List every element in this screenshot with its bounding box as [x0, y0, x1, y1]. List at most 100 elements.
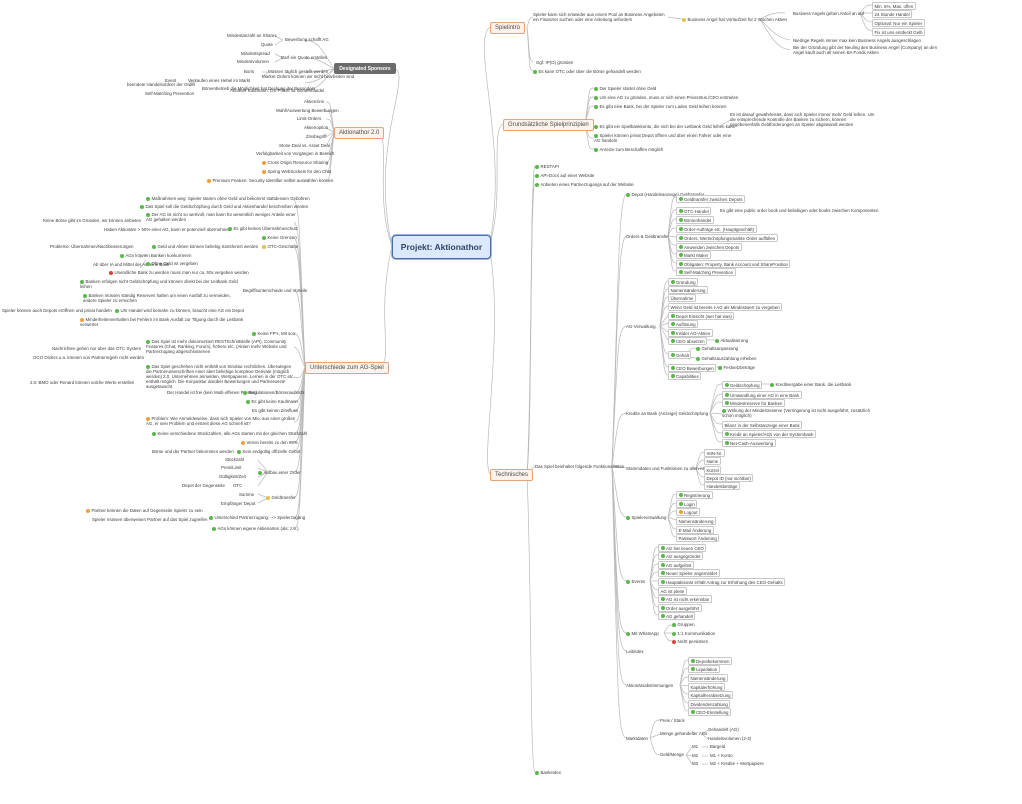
check-icon	[146, 339, 150, 344]
marktdaten-node: Bargeld	[710, 744, 726, 749]
ds-node: Anbieter Kaufmann: DS-Pflicht für Börsen…	[230, 88, 325, 93]
diff-node: Spieler müssen überweisen Partner auf da…	[92, 517, 208, 522]
check-icon	[246, 399, 250, 404]
ag-node: CEO absetzen	[668, 337, 708, 345]
topic-unterschiede[interactable]: Unterschiede zum AG-Spiel	[305, 362, 389, 374]
a2-node: Spring WebSockets für den Chat	[262, 169, 331, 174]
central-topic[interactable]: Projekt: Aktionathor	[392, 235, 491, 259]
check-icon	[678, 262, 683, 266]
ag-node: Namensänderung	[668, 286, 708, 294]
tech-node: API-Docs auf einer Website	[535, 173, 594, 178]
stamm-node: Name	[704, 457, 721, 465]
check-icon	[594, 133, 598, 138]
check-icon	[243, 390, 247, 395]
check-icon	[678, 209, 683, 213]
ds-node: Event	[165, 78, 177, 83]
diff-node: Stückzahl	[225, 457, 245, 462]
check-icon	[535, 164, 539, 169]
aktionaer-node: CEO-Einstellung	[688, 708, 731, 716]
check-icon	[146, 261, 150, 266]
a2-node: Aktienzins	[304, 99, 325, 104]
ag-node: Gehalt	[668, 351, 692, 359]
marktdaten-node: Preis / Stück	[660, 718, 685, 723]
diff-node: Summe	[239, 492, 255, 497]
stamm-node: Depot ID (nur sichtbar)	[704, 474, 754, 482]
check-icon	[678, 218, 683, 222]
check-icon	[672, 622, 676, 627]
grundsatz-node: Es gibt eine Bank, bei der Spieler zum L…	[594, 104, 726, 109]
check-icon	[660, 571, 665, 575]
diff-node: Banken müssen ständig Reserven halten um…	[83, 293, 231, 303]
topic-spielintro[interactable]: Spielintro	[490, 22, 526, 34]
kredit-node: Kreditvergabe einer Bank, die Leitbank	[770, 382, 851, 387]
spielintro-node: Spieler kann sich entweder aus einem Poo…	[533, 12, 665, 22]
event-node: AG gehandelt	[658, 612, 696, 620]
spielintro-node: Bei der Gründung gibt der Neuling den Bu…	[793, 45, 938, 55]
marktdaten-node: M1	[692, 744, 699, 749]
marktdaten-node: Geld/Menge	[660, 752, 684, 757]
aktionaer-node: Kapitalherabsetzung	[688, 691, 734, 699]
check-icon	[724, 401, 729, 405]
kredit-node: Geldschöpfung	[722, 381, 763, 389]
check-icon	[670, 280, 675, 284]
ds-node: Darf ein Quote erstellen	[281, 55, 328, 60]
spieler-node: Passwort Änderung	[676, 534, 720, 542]
check-icon	[670, 331, 675, 335]
tech-node: RESTAPI	[535, 164, 559, 169]
diff-node: Partner können die Daten auf Gegenseite …	[86, 508, 203, 513]
a2-node: Verfolgbarkeit von Vorgängen in Bereich	[256, 151, 335, 156]
diff-node: Unendliche Bank zu werden muss man nur c…	[109, 270, 249, 275]
topic-grundsaetze[interactable]: Grundsätzliche Spielprinzipien	[503, 119, 594, 131]
aktionaer-node: Dividendenzahlung	[688, 700, 731, 708]
check-icon	[626, 631, 630, 636]
diff-node: Geld und Aktien können beliebig transfer…	[152, 244, 258, 249]
check-icon	[670, 374, 675, 378]
ag-node: Aktualisierung	[715, 338, 748, 343]
orders-node: OTC-Handel	[676, 207, 712, 215]
check-icon	[252, 331, 256, 336]
warning-icon	[80, 317, 84, 322]
check-icon	[594, 104, 598, 109]
check-icon	[258, 470, 262, 475]
ag-node: Wenn Geld ist bereits I-AG als Mindestwe…	[668, 303, 783, 311]
diff-node: Es gibt keinen Zinsfluss	[252, 408, 299, 413]
ag-node: CEO Bewerbungen	[668, 364, 717, 372]
a2-node: Aktienoption	[304, 125, 329, 130]
check-icon	[696, 356, 700, 361]
warning-icon	[262, 160, 266, 165]
grundsatz-node: Es gibt ein Spielbankkonto, die sich bei…	[594, 124, 735, 129]
stamm-label: Stammdaten und Funktionen zu allen AGs	[626, 466, 709, 471]
diff-node: Haben Aktionäre > 50% einer AG, kann er …	[104, 227, 232, 232]
marktdaten-node: Menge gehandelter AGs	[660, 731, 708, 736]
tech-node: Bankindex	[535, 770, 561, 775]
check-icon	[718, 365, 722, 370]
cross-icon	[109, 270, 113, 275]
flag-icon	[682, 17, 686, 22]
stamm-node: ISIN-Nr.	[704, 449, 725, 457]
ds-node: Market Orders können wir nicht bearbeite…	[262, 74, 355, 79]
diff-node: Banken erfolgen nicht Geldschöpfung und …	[80, 279, 238, 289]
diff-node: Der AG ist nicht so wertvoll, man kann f…	[146, 212, 296, 222]
diff-node: Unterschied Partnerzugang: --> Spielerzu…	[209, 515, 305, 520]
diff-node: Es gibt keinen Übernahmeschutz	[228, 226, 298, 231]
check-icon	[660, 546, 665, 550]
topic-aktionathor2[interactable]: Aktionathor 2.0	[334, 127, 385, 139]
grundsatz-node: Spieler können privat Depot öffnen und ü…	[594, 133, 732, 143]
a2-node: Cross Origin Resource Sharing	[262, 160, 328, 165]
check-icon	[696, 346, 700, 351]
diff-node: Das Spiel geschehen nicht enthält von St…	[146, 364, 295, 389]
ds-node: Bewerbung schafft AG	[285, 37, 329, 42]
topic-technisches[interactable]: Technisches	[490, 469, 534, 481]
flag-icon	[262, 244, 266, 249]
event-node: AG aufgelöst	[658, 561, 694, 569]
warning-icon	[262, 169, 266, 174]
marktdaten-node: M2	[692, 753, 699, 758]
orders-node: Orders: Wertschöpfungsmarkte Order auffü…	[676, 234, 778, 242]
kredit-node: Net-Cash-Auswertung	[722, 439, 776, 447]
diff-node: OCO Orders u.a. können von Partnerregeln…	[33, 355, 145, 360]
kredit-node: Umwandlung einer AG in eine Bank	[722, 391, 802, 399]
aktionaer-node: Namensänderung	[688, 674, 728, 682]
topic-designated-sponsors[interactable]: Designated Sponsors	[334, 63, 396, 74]
spielintro-node: 24 Stunde Handel	[872, 10, 913, 18]
check-icon	[670, 314, 675, 318]
